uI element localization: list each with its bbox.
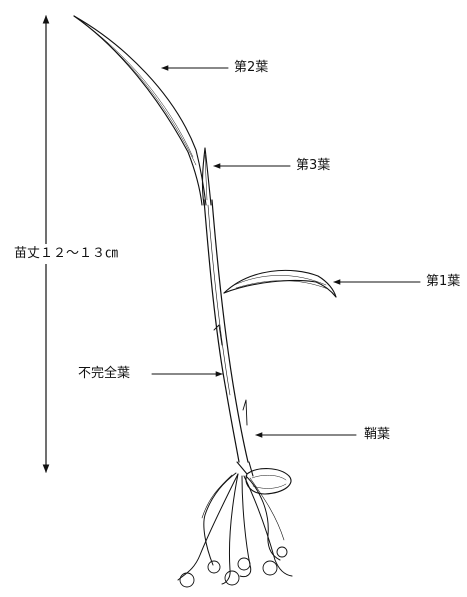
label-seedling-height: 苗丈１２～１３㎝	[14, 244, 118, 264]
label-coleoptile: 鞘葉	[364, 427, 390, 443]
label-leaf-1: 第1葉	[426, 274, 460, 290]
leaf-1	[224, 270, 336, 297]
roots	[178, 473, 292, 587]
stem	[204, 200, 248, 462]
label-leaf-3: 第3葉	[296, 158, 330, 174]
leaf-3	[202, 148, 211, 205]
leaf-2	[74, 16, 206, 205]
label-incomplete-leaf: 不完全葉	[78, 366, 130, 382]
label-leaf-2: 第2葉	[234, 60, 268, 76]
